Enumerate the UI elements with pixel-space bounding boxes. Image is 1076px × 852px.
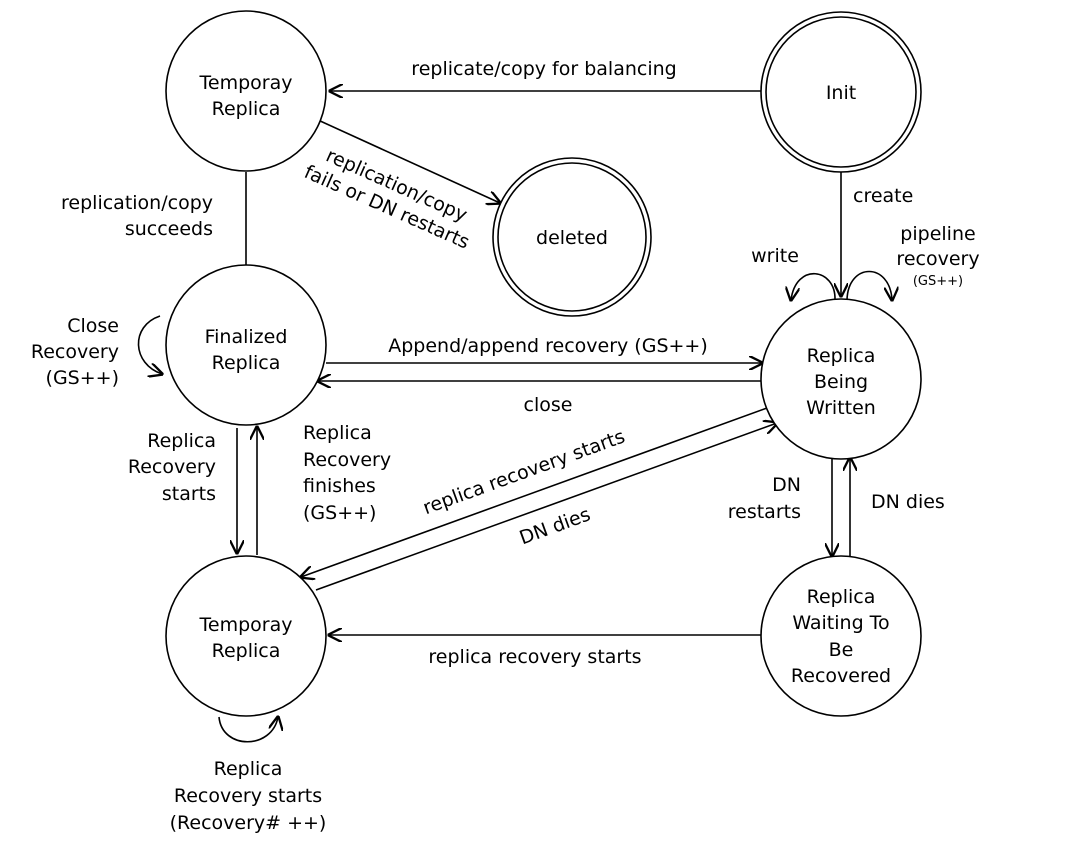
label-append-recovery: Append/append recovery (GS++) <box>388 335 708 357</box>
label-replication-copy-succeeds-line1: replication/copy <box>61 192 213 214</box>
state-replica-being-written: Replica Being Written <box>760 298 922 460</box>
state-label-line: Finalized <box>205 326 288 348</box>
label-recovery-starts-line3: starts <box>162 483 216 505</box>
edge-temp-to-deleted <box>317 119 500 203</box>
label-pipeline-line2: recovery <box>896 248 979 270</box>
state-label-line: Replica <box>807 586 876 608</box>
state-temporary-replica-bottom: Temporay Replica <box>165 555 327 717</box>
edge-rbw-write-loop <box>791 272 836 300</box>
edge-temp-self-loop <box>218 717 278 743</box>
label-recovery-starts-line1: Replica <box>147 430 216 452</box>
label-self-recovery-line1: Replica <box>214 758 283 780</box>
label-recovery-finishes-line4: (GS++) <box>303 502 376 524</box>
state-temporary-replica-top: Temporay Replica <box>165 10 327 172</box>
label-dn-dies-diag: DN dies <box>517 503 594 549</box>
label-pipeline-line1: pipeline <box>900 223 975 245</box>
state-label-line: Being <box>814 371 868 393</box>
label-dn-restarts-line1: DN <box>772 474 801 496</box>
label-self-recovery-line3: (Recovery# ++) <box>170 812 327 834</box>
state-finalized-replica: Finalized Replica <box>165 264 327 426</box>
label-replica-recovery-starts-diag: replica recovery starts <box>420 426 628 520</box>
label-recovery-finishes-line3: finishes <box>303 475 376 497</box>
label-close-recovery-line1: Close <box>67 315 119 337</box>
state-deleted: deleted <box>492 157 652 317</box>
state-replica-waiting-to-be-recovered: Replica Waiting To Be Recovered <box>760 555 922 717</box>
label-recovery-finishes-line2: Recovery <box>303 449 391 471</box>
state-label-line: Temporay <box>199 614 293 636</box>
label-self-recovery-line2: Recovery starts <box>174 785 322 807</box>
label-replication-copy-succeeds-line2: succeeds <box>125 218 213 240</box>
edge-rbw-pipeline-loop <box>846 270 892 301</box>
state-label-line: Replica <box>807 345 876 367</box>
edge-temp-to-rbw-dndies <box>315 423 777 591</box>
label-dn-dies-right: DN dies <box>871 491 945 513</box>
state-init: Init <box>760 11 922 173</box>
label-close: close <box>524 394 573 416</box>
label-dn-restarts-line2: restarts <box>728 501 801 523</box>
state-label-line: Replica <box>212 352 281 374</box>
label-recovery-finishes-line1: Replica <box>303 422 372 444</box>
label-replicate-copy-balancing: replicate/copy for balancing <box>411 58 676 80</box>
label-write: write <box>751 245 799 267</box>
label-create: create <box>853 185 913 207</box>
label-replica-recovery-starts-bottom: replica recovery starts <box>428 646 641 668</box>
label-pipeline-gs: (GS++) <box>913 274 963 289</box>
state-label-line: Replica <box>212 640 281 662</box>
label-close-recovery-line3: (GS++) <box>46 367 119 389</box>
state-label-line: deleted <box>536 227 608 249</box>
state-label-line: Temporay <box>199 72 293 94</box>
edge-rbw-to-temp-recovery <box>301 407 768 577</box>
edge-finalized-close-recovery-loop <box>137 315 162 374</box>
label-recovery-starts-line2: Recovery <box>128 456 216 478</box>
state-label-line: Replica <box>212 98 281 120</box>
label-line: replica recovery starts <box>420 426 628 520</box>
label-close-recovery-line2: Recovery <box>31 341 119 363</box>
state-label-line: Be <box>829 639 854 661</box>
label-line: DN dies <box>517 503 594 549</box>
state-label-line: Waiting To <box>792 612 889 634</box>
state-label-line: Written <box>806 397 876 419</box>
state-label-line: Recovered <box>791 665 891 687</box>
label-replication-copy-fails: replication/copy fails or DN restarts <box>301 144 473 253</box>
state-label-line: Init <box>826 82 856 104</box>
